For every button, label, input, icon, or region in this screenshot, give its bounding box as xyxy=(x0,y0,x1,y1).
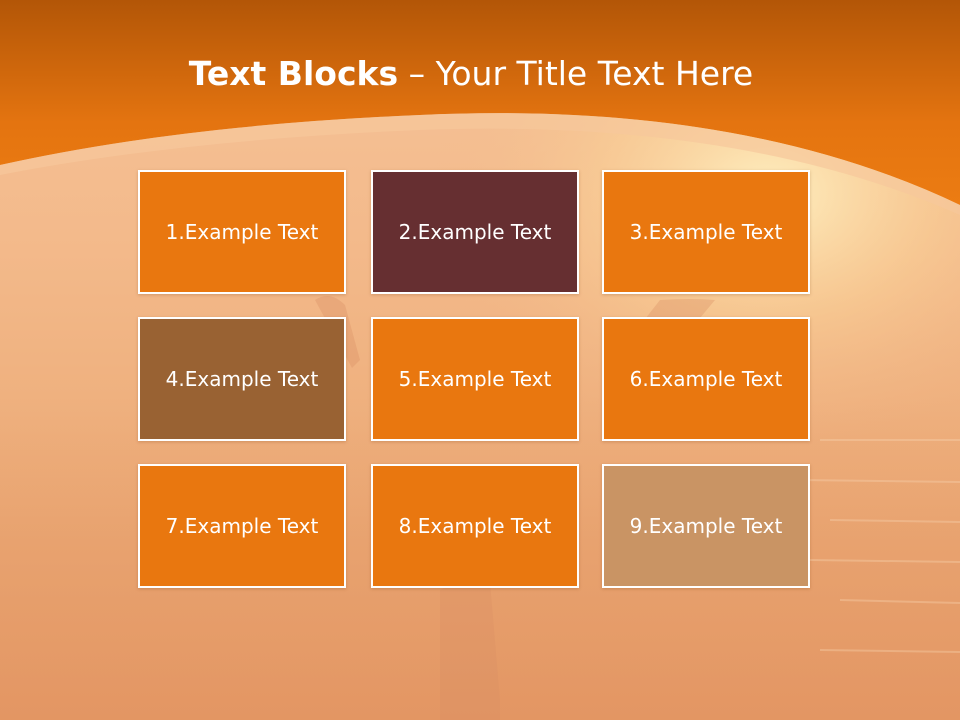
text-block-1[interactable]: 1.Example Text xyxy=(138,170,346,294)
text-blocks-grid: 1.Example Text 2.Example Text 3.Example … xyxy=(138,170,816,594)
text-block-2[interactable]: 2.Example Text xyxy=(371,170,579,294)
text-block-6[interactable]: 6.Example Text xyxy=(602,317,810,441)
text-block-8[interactable]: 8.Example Text xyxy=(371,464,579,588)
title-bold: Text Blocks xyxy=(188,54,399,93)
text-block-5[interactable]: 5.Example Text xyxy=(371,317,579,441)
slide-title: Text Blocks – Your Title Text Here xyxy=(0,52,942,96)
title-dash: – xyxy=(398,54,436,93)
title-rest: Your Title Text Here xyxy=(435,54,754,93)
text-block-7[interactable]: 7.Example Text xyxy=(138,464,346,588)
text-block-3[interactable]: 3.Example Text xyxy=(602,170,810,294)
text-block-4[interactable]: 4.Example Text xyxy=(138,317,346,441)
text-block-9[interactable]: 9.Example Text xyxy=(602,464,810,588)
